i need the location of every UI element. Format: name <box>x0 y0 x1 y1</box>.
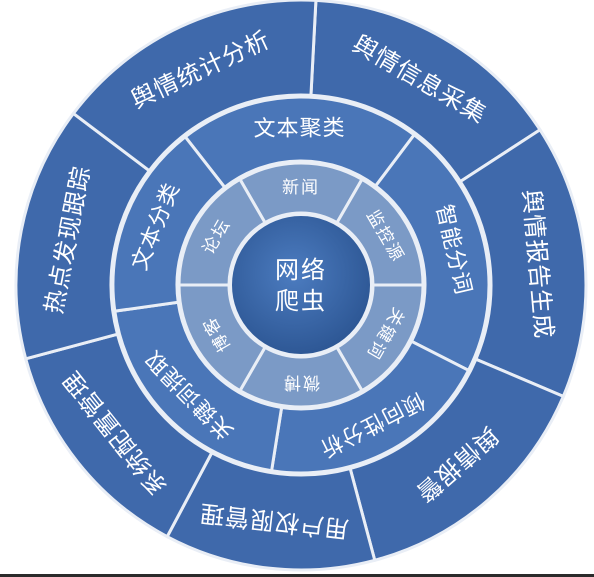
hub-label-line2: 爬虫 <box>275 287 327 315</box>
middle-ring-segment <box>111 134 227 313</box>
inner-ring-segment <box>177 177 268 287</box>
hub-label-line1: 网络 <box>275 256 327 284</box>
screen-bottom-edge <box>0 574 594 577</box>
hub: 网络 爬虫 <box>230 214 372 356</box>
middle-ring-label: 文本聚类 <box>254 116 346 142</box>
hub-circle <box>230 214 372 356</box>
inner-ring-label: 新闻 <box>282 178 320 198</box>
inner-ring-label: 微博 <box>282 372 320 392</box>
outer-ring-segment <box>71 0 318 173</box>
